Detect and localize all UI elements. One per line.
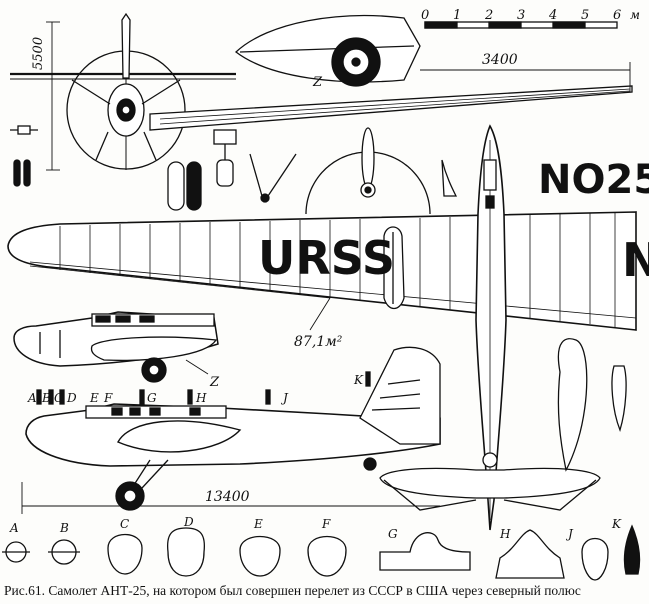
section-label-G: G: [388, 527, 398, 541]
wheel-fairing-z: [234, 14, 421, 87]
side-ref-G: G: [147, 391, 157, 405]
side-ref-E: E: [89, 391, 99, 405]
scale-tick-2: 2: [484, 8, 493, 23]
side-ref-H: H: [195, 391, 207, 405]
propeller-view: [305, 127, 458, 215]
scale-tick-0: 0: [421, 8, 429, 23]
cross-sections: [2, 524, 641, 581]
section-label-H: H: [499, 527, 511, 541]
front-view: [10, 12, 236, 171]
scale-tick-6: 6: [613, 8, 621, 23]
side-ref-A: A: [27, 391, 37, 405]
section-label-K: K: [611, 517, 622, 531]
section-label-C: C: [120, 517, 129, 531]
fairing-label-side: Z: [209, 375, 220, 390]
scale-unit: м: [630, 8, 640, 22]
dimension-length: 13400: [205, 489, 250, 505]
section-label-B: B: [59, 521, 69, 535]
side-view-main: [21, 346, 441, 514]
side-ref-K: K: [353, 373, 364, 387]
side-ref-C: C: [54, 391, 63, 405]
marking-fuselage-code: NO25: [538, 157, 649, 203]
marking-wing-text: URSS: [258, 231, 395, 285]
section-label-A: A: [9, 521, 19, 535]
scale-tick-3: 3: [517, 8, 525, 23]
scale-tick-4: 4: [548, 8, 557, 23]
side-ref-D: D: [66, 391, 77, 405]
scale-bar: [424, 21, 618, 29]
ant25-three-view-drawing: 0 1 2 3 4 5 6 м 5500 3400 87,1м² 13400 N…: [2, 8, 649, 581]
control-surface-details: [557, 338, 627, 472]
side-ref-B: B: [41, 391, 51, 405]
leader-lines: [185, 297, 331, 375]
side-ref-J: J: [280, 391, 289, 405]
side-view-upper: [13, 311, 219, 383]
dimension-front-height: 5500: [31, 37, 46, 70]
side-ref-F: F: [103, 391, 113, 405]
figure-caption: Рис.61. Самолет АНТ-25, на котором был с…: [4, 583, 581, 598]
scale-tick-1: 1: [453, 8, 461, 23]
landing-gear-details: [10, 125, 297, 211]
fuselage-planform: [379, 124, 601, 531]
scale-tick-5: 5: [581, 8, 589, 23]
front-wing-outline: [149, 62, 633, 131]
marking-wing-tip-letter: N: [622, 233, 649, 287]
section-label-F: F: [321, 517, 331, 531]
section-label-D: D: [183, 515, 194, 529]
dimension-wing-area: 87,1м²: [294, 334, 343, 350]
section-label-E: E: [253, 517, 263, 531]
section-label-J: J: [565, 527, 574, 541]
dimension-half-span: 3400: [482, 52, 518, 68]
fairing-label: Z: [312, 75, 323, 90]
